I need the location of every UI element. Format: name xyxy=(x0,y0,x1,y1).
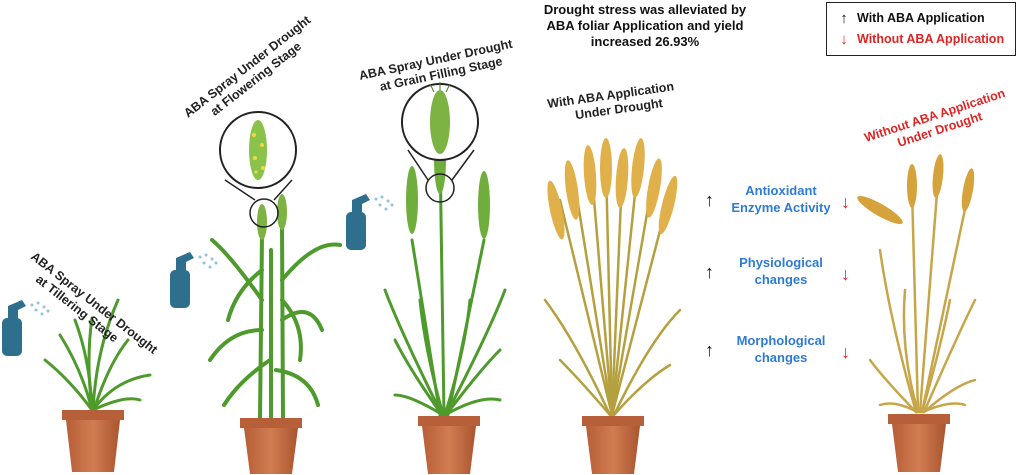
up-arrow-icon: ↑ xyxy=(705,262,714,282)
down-arrow-icon: ↓ xyxy=(841,264,850,284)
with-aba-plant xyxy=(543,163,682,417)
tillering-pot xyxy=(62,410,124,472)
flowering-heads xyxy=(257,194,287,240)
with-aba-label: With ABA Application Under Drought xyxy=(546,79,680,126)
legend: ↑ With ABA Application ↓ Without ABA App… xyxy=(826,2,1016,56)
legend-with-label: With ABA Application xyxy=(857,11,985,25)
legend-without-aba: ↓ Without ABA Application xyxy=(837,30,1004,48)
with-aba-heads xyxy=(547,138,678,240)
headline-line-3: increased 26.93% xyxy=(590,34,700,49)
down-arrow-icon: ↓ xyxy=(841,342,850,362)
headline-line-1: Drought stress was alleviated by xyxy=(543,2,747,17)
without-aba-pot xyxy=(888,414,950,472)
flowering-pot xyxy=(240,418,302,474)
without-aba-heads xyxy=(857,154,975,224)
grain-filling-pot xyxy=(418,416,480,474)
up-arrow-icon: ↑ xyxy=(840,9,848,27)
up-arrow-icon: ↑ xyxy=(705,340,714,360)
sprayer-icon xyxy=(2,300,50,356)
tillering-plant xyxy=(43,298,152,412)
grain-filling-magnifier xyxy=(401,82,479,203)
legend-with-aba: ↑ With ABA Application xyxy=(837,9,985,27)
tillering-label: ABA Spray Under Drought at Tillering Sta… xyxy=(19,249,163,370)
headline: Drought stress was alleviated by ABA fol… xyxy=(520,2,770,50)
up-arrow-icon: ↑ xyxy=(705,190,714,210)
legend-without-label: Without ABA Application xyxy=(857,32,1005,46)
without-aba-plant xyxy=(868,178,977,414)
with-aba-pot xyxy=(582,416,644,474)
sprayer-icon xyxy=(346,194,394,250)
down-arrow-icon: ↓ xyxy=(840,30,848,48)
without-aba-label: Without ABA Application Under Drought xyxy=(863,85,1015,159)
headline-line-2: ABA foliar Application and yield xyxy=(546,18,744,33)
grain-filling-plant xyxy=(383,148,507,417)
down-arrow-icon: ↓ xyxy=(841,192,850,212)
flowering-plant xyxy=(208,223,342,420)
sprayer-icon xyxy=(170,252,218,308)
flowering-magnifier xyxy=(219,111,297,228)
